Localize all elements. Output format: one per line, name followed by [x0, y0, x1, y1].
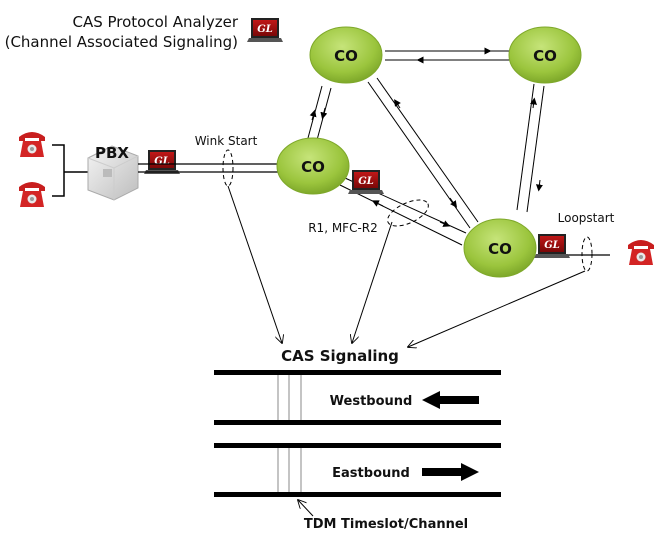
phone-bus-line — [52, 144, 88, 197]
pbx-analyzer-icon — [144, 150, 180, 174]
co-node-top-right: CO — [508, 26, 582, 84]
co-node-top-left: CO — [309, 26, 383, 84]
phone-icon — [19, 182, 45, 207]
r1-mfc-label: R1, MFC-R2 — [308, 221, 378, 235]
pbx-node: PBX — [87, 144, 139, 201]
cas-signaling-label: CAS Signaling — [281, 347, 399, 365]
title-line-2: (Channel Associated Signaling) — [5, 33, 238, 51]
eastbound-label: Eastbound — [332, 466, 410, 481]
loopstart-analyzer-icon — [534, 234, 570, 258]
pointer-arrow — [298, 500, 314, 517]
phone-icon — [19, 132, 45, 157]
co-label: CO — [488, 240, 512, 258]
wink-start-label: Wink Start — [195, 134, 258, 148]
analyzer-laptop-icon — [247, 18, 283, 42]
pointer-arrow — [227, 185, 282, 343]
co-label: CO — [334, 47, 358, 65]
title-line-1: CAS Protocol Analyzer — [72, 13, 238, 31]
pointer-arrow — [352, 221, 393, 343]
pbx-label: PBX — [95, 144, 129, 162]
co-label: CO — [301, 158, 325, 176]
co-link-analyzer-icon — [348, 170, 384, 194]
co-node-bottom: CO — [463, 218, 537, 278]
phone-icon — [628, 240, 654, 265]
westbound-label: Westbound — [330, 394, 413, 409]
eastbound-arrow-icon — [422, 463, 479, 481]
tdm-label: TDM Timeslot/Channel — [304, 517, 468, 532]
co-node-middle: CO — [276, 137, 350, 195]
loopstart-label: Loopstart — [558, 211, 615, 225]
pointer-arrow — [408, 270, 586, 347]
co-label: CO — [533, 47, 557, 65]
westbound-arrow-icon — [422, 391, 479, 409]
